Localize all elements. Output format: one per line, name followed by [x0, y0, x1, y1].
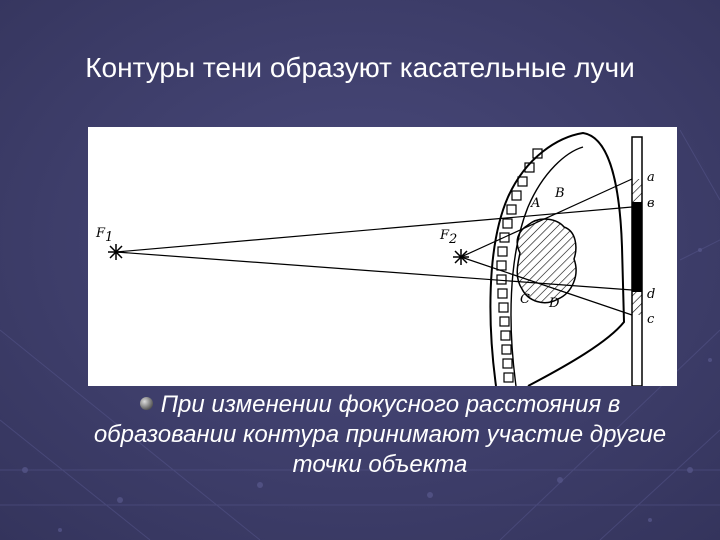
- focal-point-f1: [108, 244, 124, 260]
- label-f2: F: [439, 228, 450, 243]
- label-film-b: в: [647, 196, 655, 211]
- film-penumbra-bottom: [632, 292, 642, 315]
- diagram-svg: F 1 F 2 A B C D a в d c: [95, 131, 655, 386]
- film-penumbra-top: [632, 179, 642, 202]
- label-film-d: d: [647, 287, 655, 302]
- label-film-a: a: [647, 170, 655, 185]
- label-f2-sub: 2: [448, 232, 457, 247]
- bullet-text: При изменении фокусного расстояния в обр…: [93, 391, 667, 478]
- label-point-d: D: [548, 296, 560, 311]
- spine-blocks: [496, 148, 543, 383]
- bullet-paragraph: При изменении фокусного расстояния в обр…: [80, 390, 680, 480]
- focal-point-f2: [453, 249, 469, 265]
- label-film-c: c: [647, 312, 655, 327]
- body-inner-contour: [510, 146, 584, 386]
- label-point-b: B: [554, 186, 565, 201]
- label-point-c: C: [520, 292, 530, 307]
- label-f1-sub: 1: [105, 230, 113, 245]
- label-point-a: A: [530, 196, 540, 211]
- shadow-projection-diagram: F 1 F 2 A B C D a в d c: [88, 127, 677, 386]
- body-outer-contour: [489, 131, 626, 386]
- rays-f2: [460, 178, 633, 316]
- bullet-icon: [139, 397, 153, 411]
- rays-f1: [115, 206, 633, 291]
- film-shadow-core: [632, 202, 642, 292]
- label-f1: F: [95, 226, 106, 241]
- object-hatched: [516, 218, 577, 304]
- slide-title: Контуры тени образуют касательные лучи: [85, 52, 635, 83]
